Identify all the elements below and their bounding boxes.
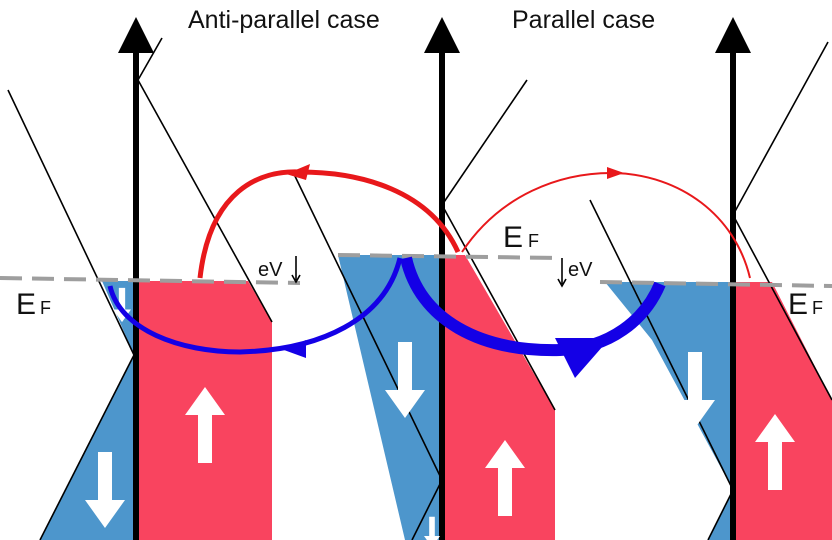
right-electrode xyxy=(589,17,832,540)
left-electrode xyxy=(7,17,273,540)
fermi-level-right xyxy=(599,280,832,288)
right-spin-down-band xyxy=(605,282,733,490)
right-down-dos-edge-lower xyxy=(707,489,734,540)
blue-tunnel-arc-parallel xyxy=(400,256,666,357)
blue-arrowhead-icon xyxy=(555,338,610,378)
bias-marker-parallel: eV xyxy=(557,258,593,288)
fermi-label-main: E xyxy=(788,288,808,321)
title-parallel: Parallel case xyxy=(512,6,655,34)
middle-up-dos-edge xyxy=(441,204,556,411)
spin-down-small-icon xyxy=(423,516,441,540)
left-up-dos-edge-top xyxy=(137,37,163,81)
red-arrowhead-icon xyxy=(607,167,624,179)
spin-down-icon xyxy=(85,452,125,528)
fermi-label-left: E F xyxy=(16,288,51,321)
middle-down-dos-edge xyxy=(291,169,443,481)
spin-down-icon xyxy=(385,342,425,418)
fermi-label-main: E xyxy=(16,288,36,321)
tunnel-arrow-parallel xyxy=(400,256,666,378)
fermi-label-sub: F xyxy=(812,298,823,318)
spin-up-icon xyxy=(485,440,525,516)
spin-down-icon xyxy=(675,352,715,428)
middle-spin-down-band xyxy=(338,255,442,540)
fermi-label-main: E xyxy=(503,221,523,254)
left-up-dos-edge xyxy=(137,79,273,323)
left-down-dos-edge-lower xyxy=(39,354,135,540)
fermi-label-sub: F xyxy=(40,298,51,318)
right-up-dos-edge-top xyxy=(732,41,829,216)
bias-marker-antiparallel: eV xyxy=(258,256,301,284)
blue-tunnel-arc-antiparallel xyxy=(107,257,403,355)
blue-arrowhead-icon xyxy=(284,340,306,358)
spin-flip-arrow-parallel xyxy=(461,167,751,279)
red-arrowhead-icon xyxy=(286,164,310,180)
right-up-dos-edge xyxy=(732,214,832,401)
middle-spin-up-band xyxy=(442,255,555,540)
spin-up-icon xyxy=(755,414,795,490)
fermi-levels xyxy=(0,253,832,288)
fermi-level-left xyxy=(0,276,301,285)
bias-label-antiparallel: eV xyxy=(258,259,283,281)
bias-label-parallel: eV xyxy=(568,259,593,281)
spin-up-icon xyxy=(185,387,225,463)
middle-up-dos-edge-top xyxy=(441,79,528,206)
fermi-level-middle xyxy=(337,253,561,260)
spin-flip-arrow-antiparallel xyxy=(197,164,461,279)
left-down-dos-edge xyxy=(7,89,135,356)
right-spin-up-band xyxy=(733,282,832,540)
title-antiparallel: Anti-parallel case xyxy=(188,6,380,34)
tunnel-arrow-antiparallel xyxy=(107,257,403,358)
fermi-label-sub: F xyxy=(528,231,539,251)
fermi-label-middle: E F xyxy=(503,221,539,254)
middle-electrode xyxy=(291,17,556,540)
middle-down-dos-edge-lower xyxy=(411,479,443,540)
right-down-dos-edge xyxy=(589,199,734,491)
fermi-label-right: E F xyxy=(788,288,823,321)
